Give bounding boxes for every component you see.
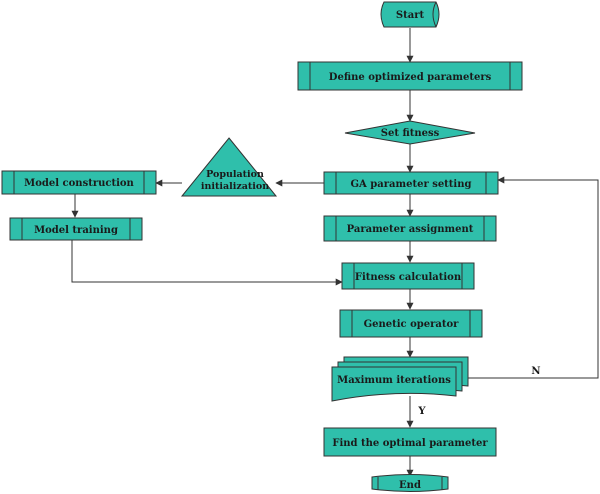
end-label: End: [399, 480, 421, 491]
fitness-calculation-label: Fitness calculation: [355, 272, 462, 283]
genetic-operator-node: Genetic operator: [339, 309, 483, 338]
find-optimal-parameter-label: Find the optimal parameter: [332, 438, 488, 449]
parameter-assignment-label: Parameter assignment: [347, 224, 474, 235]
edge-training-fitness: [71, 240, 343, 286]
model-training-label: Model training: [34, 225, 118, 236]
ga-parameter-setting-label: GA parameter setting: [351, 179, 472, 190]
maximum-iterations-label: Maximum iterations: [337, 375, 451, 386]
connectors: [71, 28, 599, 477]
edge-maxiter-ga-no: [468, 176, 599, 379]
ga-parameter-setting-node: GA parameter setting: [323, 171, 499, 195]
population-label-line1: Population: [206, 169, 264, 180]
genetic-operator-label: Genetic operator: [364, 319, 460, 330]
population-label-line2: initialization: [201, 181, 269, 192]
start-node: Start: [380, 1, 440, 28]
define-parameters-label: Define optimized parameters: [329, 72, 492, 83]
set-fitness-node: Set fitness: [344, 120, 476, 145]
find-optimal-parameter-node: Find the optimal parameter: [323, 427, 497, 457]
fitness-calculation-node: Fitness calculation: [341, 262, 475, 290]
model-training-node: Model training: [9, 217, 143, 241]
set-fitness-label: Set fitness: [381, 128, 440, 139]
maximum-iterations-node: Maximum iterations: [331, 356, 469, 402]
start-label: Start: [396, 10, 425, 21]
model-construction-node: Model construction: [1, 170, 157, 195]
edge-label-no: N: [531, 366, 540, 377]
end-node: End: [371, 474, 449, 492]
model-construction-label: Model construction: [24, 178, 134, 189]
population-initialization-node: Population initialization: [180, 137, 278, 197]
edge-label-yes: Y: [417, 406, 426, 417]
parameter-assignment-node: Parameter assignment: [323, 215, 497, 242]
define-parameters-node: Define optimized parameters: [297, 61, 523, 91]
